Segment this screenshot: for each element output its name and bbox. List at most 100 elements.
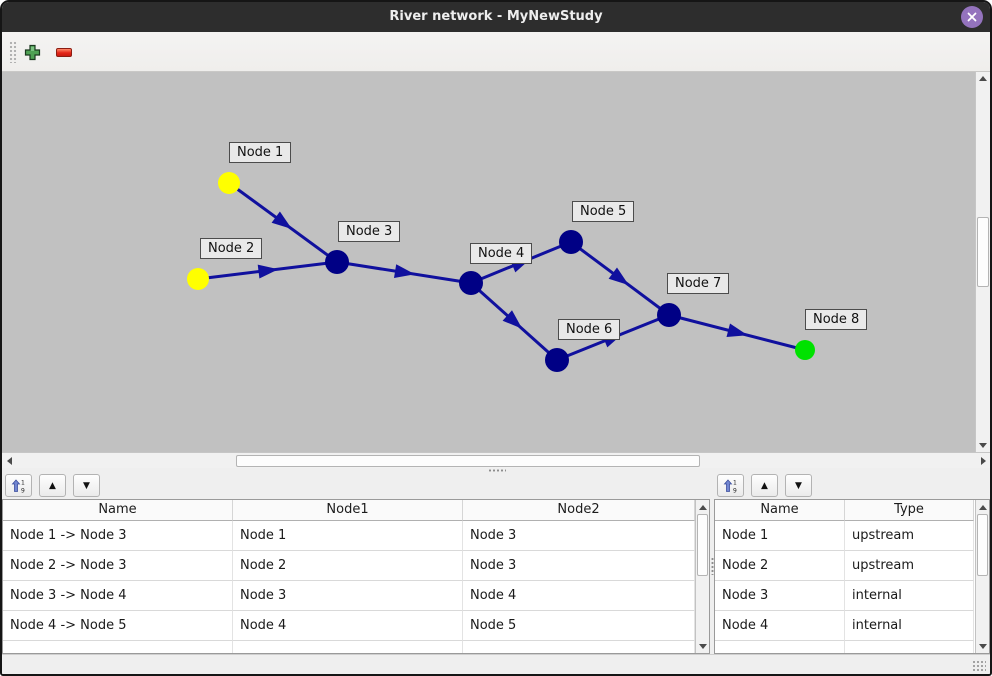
graph-node[interactable]: [545, 348, 569, 372]
table-cell: [3, 641, 233, 653]
table-cell: [463, 641, 695, 653]
resize-grip[interactable]: [972, 660, 986, 671]
node-label[interactable]: Node 4: [470, 243, 533, 264]
canvas-horizontal-scrollbar[interactable]: [2, 452, 990, 468]
column-header[interactable]: Node1: [233, 500, 463, 521]
node-label[interactable]: Node 1: [229, 142, 292, 163]
vertical-scroll-thumb[interactable]: [977, 217, 989, 287]
node-label[interactable]: Node 6: [558, 319, 621, 340]
scroll-thumb[interactable]: [697, 514, 708, 576]
sort-button[interactable]: 1 9: [5, 474, 32, 497]
edges-table-scrollbar[interactable]: [695, 500, 709, 653]
column-header[interactable]: Node2: [463, 500, 695, 521]
move-up-button[interactable]: ▲: [39, 474, 66, 497]
edges-table-toolbar: 1 9 ▲ ▼: [2, 472, 710, 499]
graph-node[interactable]: [325, 250, 349, 274]
table-cell: Node 4: [463, 581, 695, 611]
table-cell: [715, 641, 845, 653]
scroll-up-button[interactable]: [976, 501, 989, 513]
nodes-table-scrollbar[interactable]: [975, 500, 989, 653]
table-cell: [845, 641, 974, 653]
horizontal-splitter[interactable]: [2, 468, 990, 472]
arrow-up-icon: [979, 76, 987, 81]
table-cell: Node 3: [715, 581, 845, 611]
green-plus-icon: [24, 44, 40, 60]
node-label[interactable]: Node 7: [667, 273, 730, 294]
column-header[interactable]: Type: [845, 500, 974, 521]
edge-arrow-icon: [394, 264, 415, 278]
table-row[interactable]: [3, 641, 709, 653]
table-cell: Node 1 -> Node 3: [3, 521, 233, 551]
title-bar: River network - MyNewStudy: [2, 2, 990, 32]
add-button[interactable]: [23, 43, 41, 61]
table-cell: Node 4 -> Node 5: [3, 611, 233, 641]
sort-button[interactable]: 1 9: [717, 474, 744, 497]
arrow-left-icon: [6, 457, 12, 465]
graph-node[interactable]: [459, 271, 483, 295]
scroll-down-button[interactable]: [976, 439, 990, 452]
node-label[interactable]: Node 3: [338, 221, 401, 242]
arrow-down-icon: [979, 443, 987, 448]
node-label[interactable]: Node 2: [200, 238, 263, 259]
remove-button[interactable]: [55, 43, 73, 61]
table-cell: Node 5: [463, 611, 695, 641]
column-header[interactable]: Name: [715, 500, 845, 521]
graph-node[interactable]: [795, 340, 815, 360]
move-up-button[interactable]: ▲: [751, 474, 778, 497]
edge-arrow-icon: [257, 264, 279, 279]
table-cell: Node 2: [715, 551, 845, 581]
table-cell: upstream: [845, 551, 974, 581]
node-label[interactable]: Node 5: [572, 201, 635, 222]
canvas-vertical-scrollbar[interactable]: [975, 72, 990, 452]
scroll-left-button[interactable]: [2, 454, 16, 468]
graph-node[interactable]: [559, 230, 583, 254]
scroll-down-button[interactable]: [696, 640, 709, 652]
scroll-up-button[interactable]: [976, 72, 990, 85]
table-cell: upstream: [845, 521, 974, 551]
graph-node[interactable]: [657, 303, 681, 327]
scroll-thumb[interactable]: [977, 514, 988, 576]
arrow-down-icon: [978, 643, 987, 649]
toolbar-drag-handle[interactable]: [9, 41, 17, 63]
edge-arrow-icon: [726, 323, 748, 337]
table-cell: Node 3: [463, 551, 695, 581]
splitter-handle-icon: [488, 469, 506, 472]
column-header[interactable]: Name: [3, 500, 233, 521]
river-network-canvas[interactable]: Node 1 Node 2 Node 3 Node 4 Node 5 Node 6 Node…: [2, 72, 975, 452]
scroll-up-button[interactable]: [696, 501, 709, 513]
vertical-splitter[interactable]: [710, 472, 714, 654]
svg-text:1: 1: [21, 479, 25, 486]
scroll-right-button[interactable]: [976, 454, 990, 468]
scroll-down-button[interactable]: [976, 640, 989, 652]
table-cell: Node 3: [233, 581, 463, 611]
graph-node[interactable]: [218, 172, 240, 194]
table-row[interactable]: [715, 641, 989, 653]
edge-arrow-icon: [502, 310, 523, 329]
edge-arrow-icon: [271, 211, 292, 229]
sort-ascending-icon: 1 9: [11, 478, 25, 494]
horizontal-scroll-thumb[interactable]: [236, 455, 700, 467]
sort-ascending-icon: 1 9: [723, 478, 737, 494]
graph-node[interactable]: [187, 268, 209, 290]
move-down-button[interactable]: ▼: [785, 474, 812, 497]
svg-text:9: 9: [21, 487, 25, 494]
up-triangle-icon: ▲: [761, 480, 768, 491]
close-button[interactable]: [961, 6, 983, 28]
table-cell: Node 4: [233, 611, 463, 641]
move-down-button[interactable]: ▼: [73, 474, 100, 497]
node-label[interactable]: Node 8: [805, 309, 868, 330]
table-cell: Node 1: [233, 521, 463, 551]
